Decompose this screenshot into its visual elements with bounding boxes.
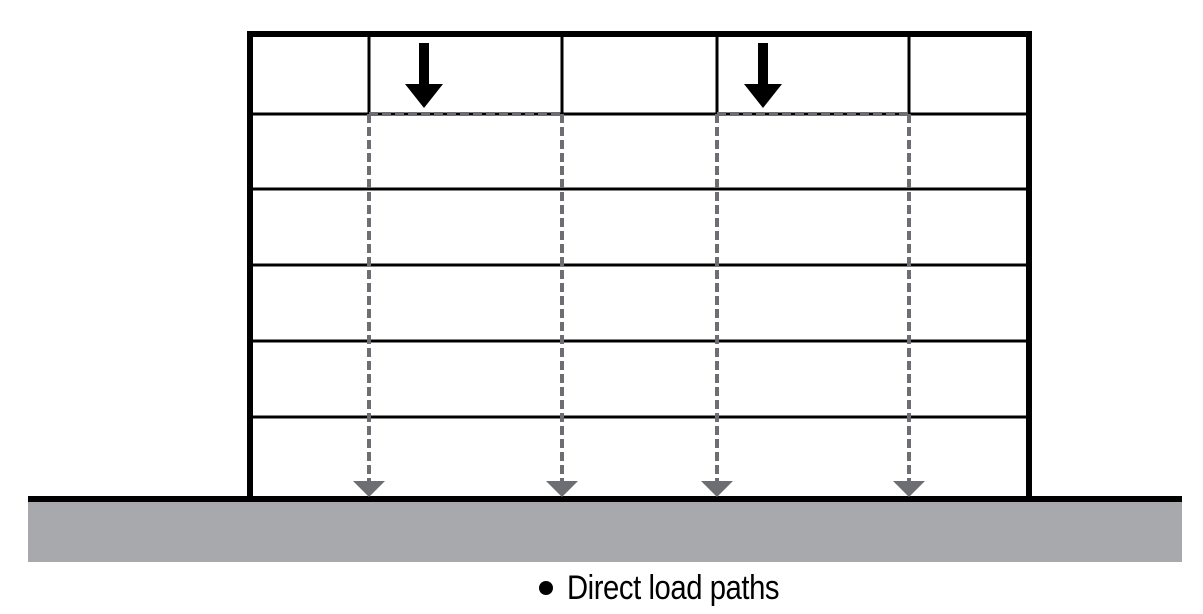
caption-text: Direct load paths <box>567 568 780 607</box>
applied-load-arrow-2 <box>744 43 782 108</box>
load-path-arrowhead-4 <box>893 481 925 497</box>
load-path-arrowhead-1 <box>353 481 385 497</box>
frame-interior-columns <box>367 36 911 114</box>
ground-fill <box>28 500 1182 562</box>
load-path-arrowheads <box>353 481 925 497</box>
load-path-arrowhead-3 <box>701 481 733 497</box>
load-path-arrowhead-2 <box>546 481 578 497</box>
applied-load-arrow-1 <box>405 43 443 108</box>
load-path-diagram <box>28 31 1182 562</box>
frame-floors <box>250 112 1029 419</box>
caption: Direct load paths <box>0 562 1203 614</box>
load-paths <box>367 112 911 484</box>
bullet-icon <box>539 581 554 595</box>
